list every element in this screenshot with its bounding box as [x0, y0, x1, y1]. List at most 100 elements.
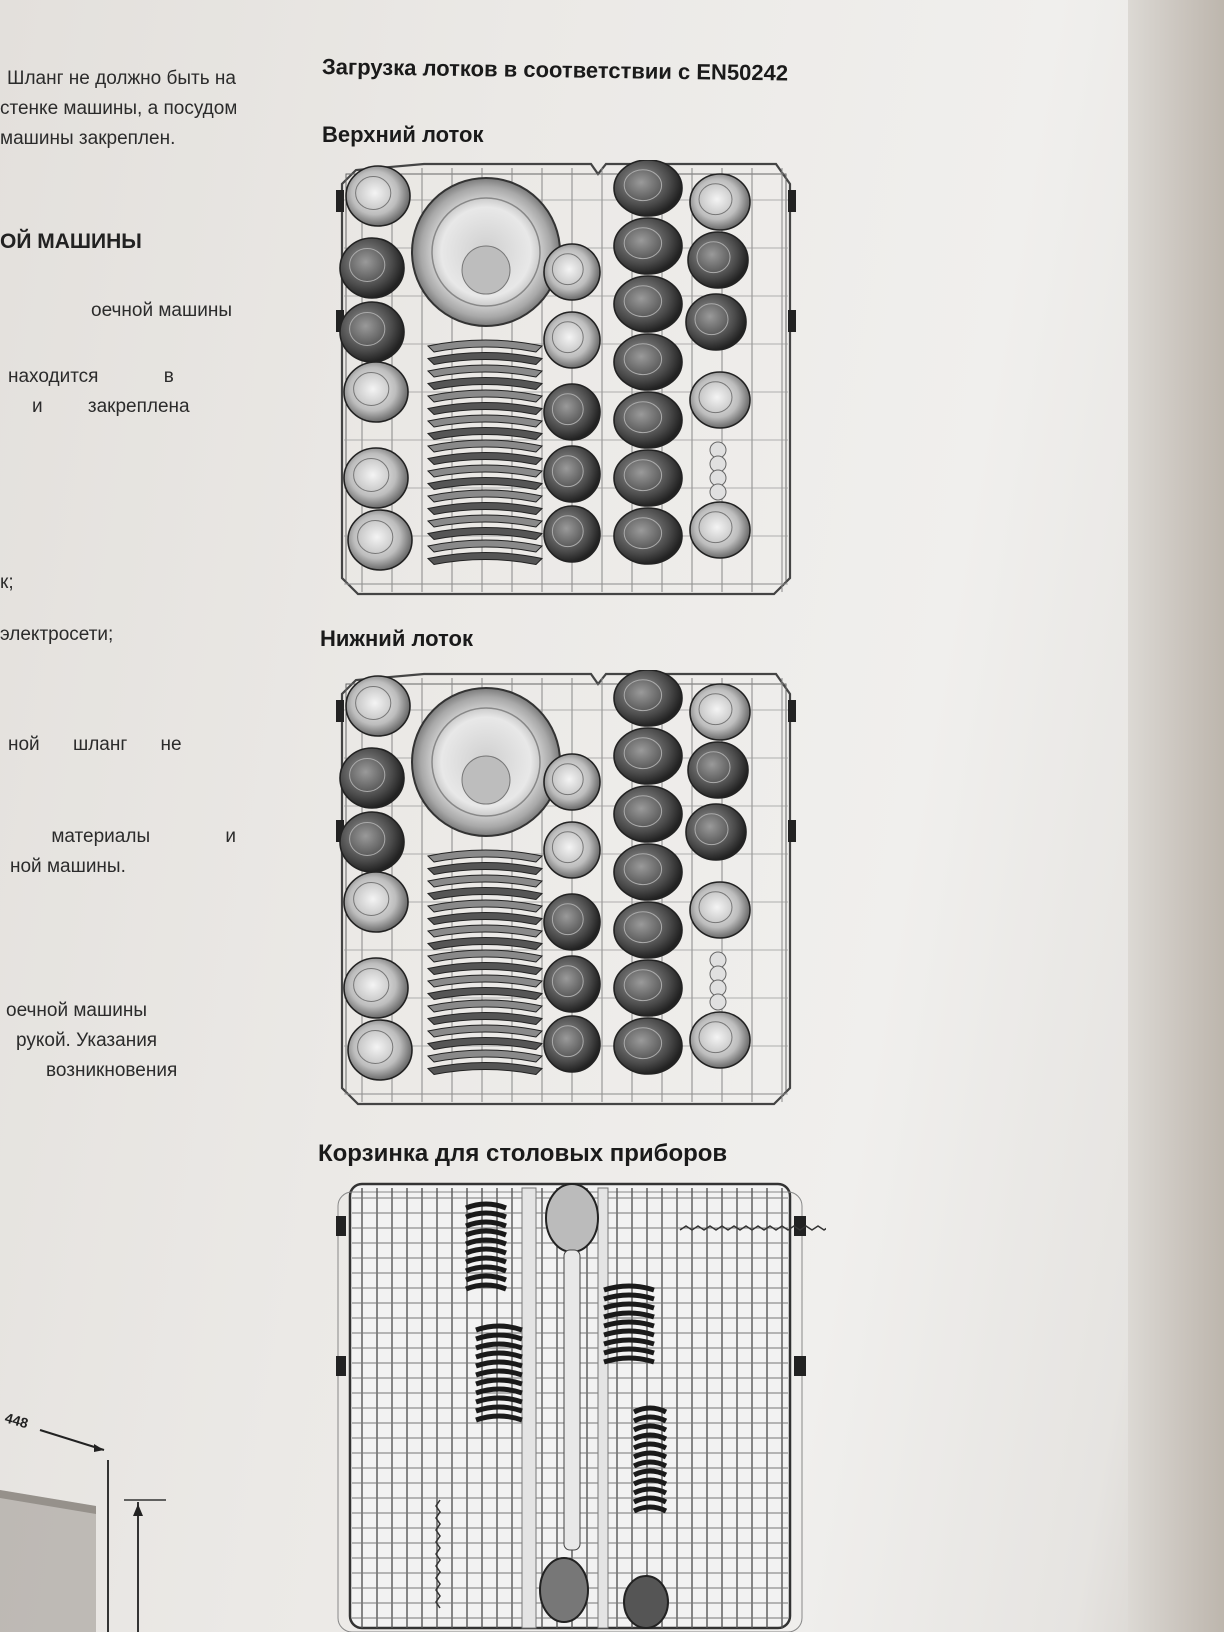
left-line: возникновения: [46, 1060, 178, 1081]
lower-tray-heading: Нижний лоток: [320, 626, 473, 651]
cup-light: [689, 371, 751, 429]
plate: [426, 539, 544, 553]
cup-dark: [685, 803, 747, 861]
fork: [632, 1468, 668, 1478]
plate: [426, 427, 544, 441]
basket-divider: [597, 1187, 609, 1629]
fork: [475, 1350, 523, 1360]
cup-light: [343, 361, 409, 423]
plate: [426, 949, 544, 963]
cup-light: [343, 957, 409, 1019]
fork: [475, 1359, 523, 1369]
plate: [426, 1062, 544, 1076]
cup-light: [345, 165, 411, 227]
fork: [475, 1341, 523, 1351]
plate: [426, 887, 544, 901]
plate: [426, 414, 544, 428]
fork: [475, 1323, 523, 1333]
plate: [426, 862, 544, 876]
fork: [632, 1432, 668, 1442]
cup-dark: [339, 237, 405, 299]
plate: [426, 937, 544, 951]
page-edge: [1128, 0, 1224, 1632]
appliance-dimension-drawing: 448: [0, 1410, 166, 1632]
cup-dark: [339, 811, 405, 873]
cup-dark: [613, 391, 683, 449]
cutlery-basket-diagram: [336, 1182, 826, 1632]
cup-dark: [687, 231, 749, 289]
cup-dark: [613, 275, 683, 333]
upper-tray-diagram: [336, 160, 796, 596]
cup-light: [343, 447, 409, 509]
cup-dark: [613, 670, 683, 727]
bowl-rim: [431, 707, 541, 817]
fork: [465, 1201, 507, 1211]
fork: [632, 1414, 668, 1424]
cup-dark: [613, 843, 683, 901]
left-heading: ОЙ МАШИНЫ: [0, 230, 142, 253]
fork: [475, 1413, 523, 1423]
plate: [426, 364, 544, 378]
upper-tray-heading: Верхний лоток: [322, 122, 484, 147]
fork: [632, 1441, 668, 1451]
dimension-label: 448: [3, 1410, 30, 1432]
fork: [632, 1495, 668, 1505]
fork: [465, 1282, 507, 1292]
cup-dark: [613, 1017, 683, 1075]
cup-light: [343, 871, 409, 933]
left-line: материалы и: [51, 826, 236, 847]
glass-mesh: [709, 993, 727, 1011]
plate: [426, 489, 544, 503]
rack-clip: [788, 820, 796, 842]
basket-clip: [336, 1216, 346, 1236]
knife: [603, 1337, 655, 1347]
fork: [632, 1423, 668, 1433]
cup-light: [689, 1011, 751, 1069]
left-line: и закреплена: [32, 396, 190, 417]
fork: [465, 1237, 507, 1247]
cup-light: [345, 675, 411, 737]
fork: [475, 1332, 523, 1342]
lower-tray-diagram: [336, 670, 796, 1106]
knife: [603, 1310, 655, 1320]
bowl-center: [461, 755, 511, 805]
cup-dark: [339, 301, 405, 363]
cup-light: [543, 753, 601, 811]
left-line: машины закреплен.: [0, 128, 176, 149]
cup-dark: [613, 160, 683, 217]
spoon: [545, 1183, 599, 1253]
plate: [426, 899, 544, 913]
plate: [426, 339, 544, 353]
fork: [632, 1477, 668, 1487]
fork: [632, 1459, 668, 1469]
rack-clip: [788, 700, 796, 722]
cup-dark: [543, 1015, 601, 1073]
fork: [475, 1368, 523, 1378]
cup-dark: [543, 893, 601, 951]
left-line-4: электросети;: [0, 624, 114, 645]
cup-light: [347, 509, 413, 571]
left-paragraph-1: Шланг не должно быть на стенке машины, а…: [0, 64, 236, 154]
plate: [426, 402, 544, 416]
basket-clip: [794, 1216, 806, 1236]
cup-dark: [685, 293, 747, 351]
fork: [475, 1395, 523, 1405]
plate: [426, 502, 544, 516]
fork: [632, 1405, 668, 1415]
cup-light: [543, 821, 601, 879]
spoon-handle: [563, 1249, 581, 1551]
cup-dark: [613, 333, 683, 391]
rack-frame: [340, 672, 792, 1106]
fork: [465, 1246, 507, 1256]
plate: [426, 962, 544, 976]
basket-divider: [521, 1187, 537, 1629]
fork: [632, 1450, 668, 1460]
plate: [426, 452, 544, 466]
plate: [426, 1037, 544, 1051]
rack-clip: [336, 190, 344, 212]
basket-clip: [794, 1356, 806, 1376]
knife: [603, 1328, 655, 1338]
rack-clip: [336, 310, 344, 332]
plate: [426, 464, 544, 478]
plate: [426, 1024, 544, 1038]
